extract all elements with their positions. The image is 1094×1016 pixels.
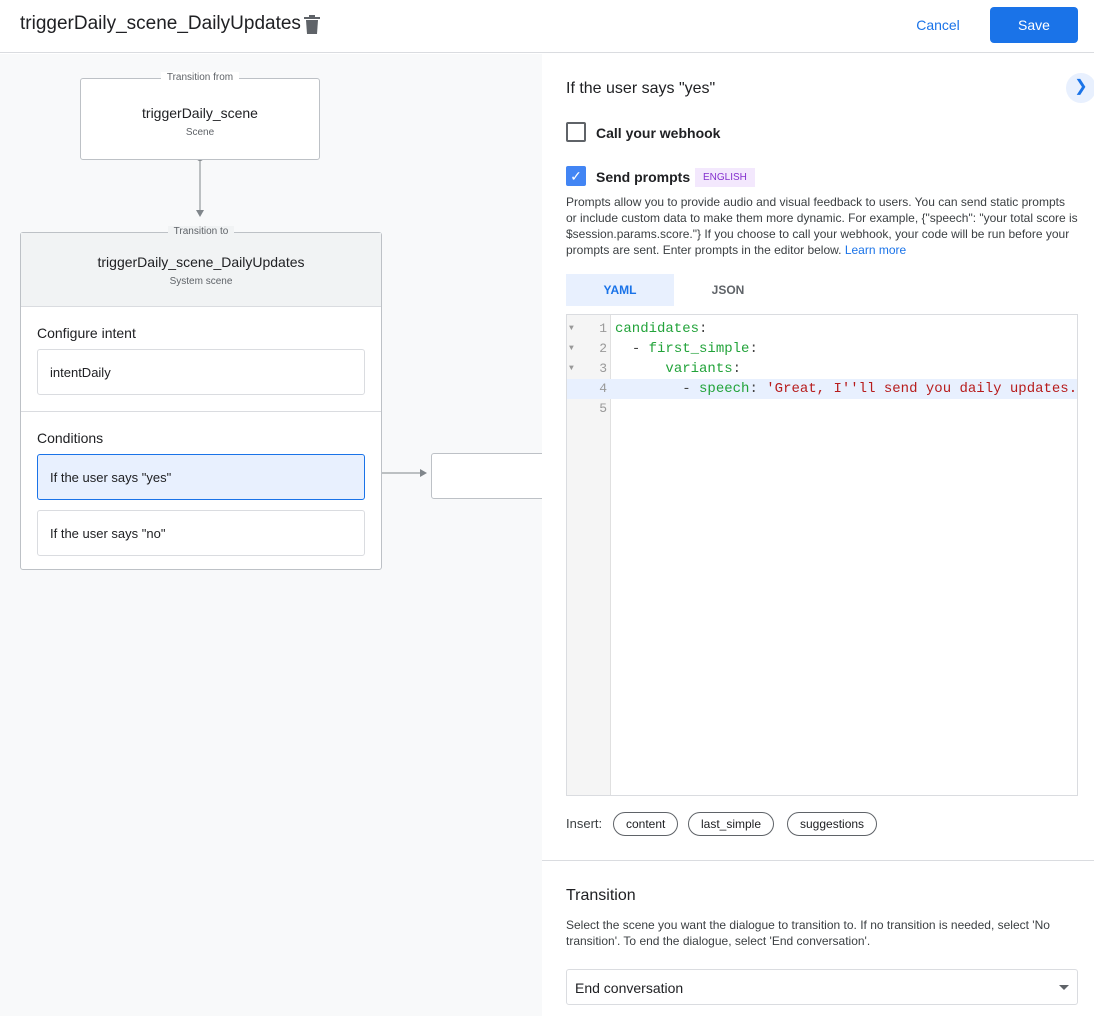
dash: -	[631, 341, 649, 357]
configure-intent-label: Configure intent	[37, 325, 136, 341]
tab-json[interactable]: JSON	[711, 283, 745, 297]
conditions-label: Conditions	[37, 430, 104, 446]
node-label: Transition from	[160, 72, 240, 83]
insert-chip-last-simple[interactable]: last_simple	[688, 812, 775, 836]
selected-value: End conversation	[575, 980, 684, 996]
line-number: 3	[599, 361, 607, 376]
trash-icon[interactable]	[304, 15, 320, 34]
webhook-label: Call your webhook	[596, 125, 721, 141]
send-prompts-label: Send prompts	[596, 169, 691, 185]
fold-arrow-icon[interactable]: ▼	[569, 344, 574, 353]
code-line: 4 - speech: 'Great, I''ll send you daily…	[567, 379, 1077, 399]
tab-yaml[interactable]: YAML	[566, 274, 674, 306]
indent	[615, 341, 632, 357]
fold-arrow-icon[interactable]: ▼	[569, 324, 574, 333]
insert-label: Insert:	[566, 816, 603, 831]
indent	[615, 361, 665, 377]
colon: :	[749, 341, 758, 357]
insert-chip-suggestions[interactable]: suggestions	[787, 812, 878, 836]
target-node[interactable]	[431, 453, 542, 499]
transition-select[interactable]: End conversation	[566, 969, 1078, 1005]
code-line: ▼ 1 candidates:	[567, 319, 1077, 339]
code-line: ▼ 2 - first_simple:	[567, 339, 1077, 359]
line-number: 1	[599, 321, 607, 336]
description-text: Prompts allow you to provide audio and v…	[566, 195, 1078, 257]
yaml-value: 'Great, I''ll send you daily updates.	[757, 381, 1078, 397]
insert-chip-content[interactable]: content	[613, 812, 679, 836]
save-button[interactable]: Save	[990, 7, 1078, 43]
transition-title: Transition	[566, 887, 636, 904]
chevron-right-icon[interactable]: ❯	[1066, 73, 1094, 103]
scene-canvas[interactable]: Transition from triggerDaily_scene Scene…	[0, 54, 542, 1016]
colon: :	[749, 381, 758, 397]
line-number: 4	[599, 381, 607, 396]
colon: :	[699, 321, 708, 337]
yaml-key: variants	[665, 361, 733, 377]
yaml-key: speech	[699, 381, 750, 397]
line-number: 5	[599, 401, 607, 416]
header: triggerDaily_scene_DailyUpdates Cancel S…	[0, 0, 1094, 53]
code-editor[interactable]: ▼ 1 candidates: ▼ 2 - first_simple: ▼ 3 varian…	[566, 314, 1078, 796]
prompts-description: Prompts allow you to provide audio and v…	[566, 194, 1078, 258]
condition-no[interactable]: If the user says "no"	[37, 510, 365, 556]
webhook-checkbox[interactable]	[566, 122, 586, 142]
colon: :	[732, 361, 742, 377]
yaml-key: candidates	[615, 321, 700, 337]
page-title: triggerDaily_scene_DailyUpdates	[20, 13, 301, 34]
panel-heading: If the user says "yes"	[566, 80, 716, 97]
transition-to-node: triggerDaily_scene_DailyUpdates System s…	[20, 226, 382, 570]
transition-description: Select the scene you want the dialogue t…	[566, 918, 1050, 948]
line-number: 2	[599, 341, 607, 356]
dropdown-arrow-icon	[1059, 985, 1069, 990]
check-icon: ✓	[570, 168, 582, 184]
node-subtitle: System scene	[169, 276, 233, 287]
node-subtitle: Scene	[185, 127, 215, 138]
condition-yes[interactable]: If the user says "yes"	[37, 454, 365, 500]
node-label: Transition to	[167, 226, 235, 237]
node-title: triggerDaily_scene_DailyUpdates	[97, 254, 305, 270]
cancel-button[interactable]: Cancel	[902, 7, 974, 43]
divider	[542, 860, 1094, 861]
fold-arrow-icon[interactable]: ▼	[569, 364, 574, 373]
node-title: triggerDaily_scene	[142, 105, 258, 121]
transition-from-node[interactable]: Transition from triggerDaily_scene Scene	[80, 72, 320, 160]
indent	[615, 381, 682, 397]
code-line: 5	[567, 399, 1077, 419]
learn-more-link[interactable]: Learn more	[844, 243, 907, 257]
yaml-key: first_simple	[648, 341, 750, 357]
send-prompts-checkbox[interactable]: ✓	[566, 166, 586, 186]
language-badge: ENGLISH	[695, 168, 755, 187]
intent-item[interactable]: intentDaily	[37, 349, 365, 395]
dash: -	[682, 381, 700, 397]
code-line: ▼ 3 variants:	[567, 359, 1077, 379]
